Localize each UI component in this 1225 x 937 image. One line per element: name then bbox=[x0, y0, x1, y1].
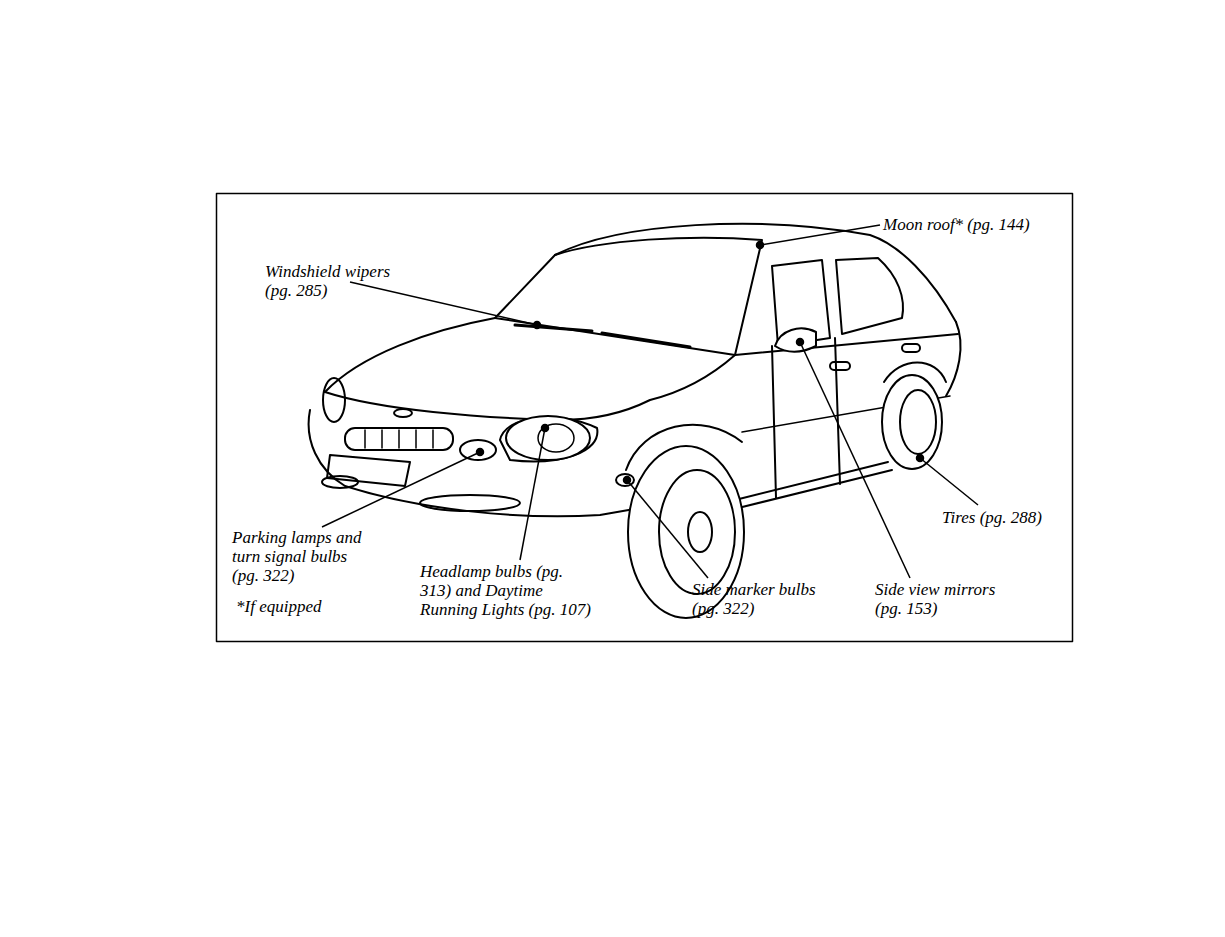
leader-dot bbox=[797, 339, 804, 346]
leader-dot bbox=[917, 455, 924, 462]
rear-rim bbox=[900, 390, 936, 454]
fog-opening bbox=[322, 476, 358, 488]
headlamp bbox=[506, 416, 590, 460]
callout-label: Tires (pg. 288) bbox=[942, 508, 1042, 527]
leader-line bbox=[520, 428, 545, 560]
leader-dot bbox=[757, 242, 764, 249]
mirror bbox=[775, 328, 816, 351]
sill bbox=[722, 462, 892, 512]
wipers bbox=[515, 325, 690, 347]
rear-door-window bbox=[836, 258, 903, 334]
leader-line bbox=[322, 452, 480, 527]
leader-dot bbox=[542, 425, 549, 432]
leader-dot bbox=[477, 449, 484, 456]
leader-line bbox=[350, 282, 537, 325]
hood-front bbox=[325, 355, 735, 420]
door-handle bbox=[830, 362, 850, 370]
callout-label: Side marker bulbs (pg. 322) bbox=[692, 580, 827, 618]
rear-end bbox=[946, 322, 961, 396]
beltline bbox=[735, 334, 958, 355]
hood-edge bbox=[325, 318, 495, 392]
leader-dot bbox=[534, 322, 541, 329]
callout-label: Windshield wipers (pg. 285) bbox=[265, 262, 410, 300]
front-hub bbox=[688, 512, 712, 552]
callout-label: Headlamp bulbs (pg. 313) and Daytime Run… bbox=[420, 562, 594, 619]
grille bbox=[345, 428, 453, 450]
license-plate bbox=[327, 455, 410, 486]
callout-label: Parking lamps and turn signal bulbs (pg.… bbox=[232, 528, 372, 585]
grille-bars bbox=[365, 430, 433, 448]
lower-intake bbox=[420, 495, 520, 511]
callout-label: Side view mirrors (pg. 153) bbox=[875, 580, 1010, 618]
frame bbox=[217, 194, 1073, 642]
leader-line bbox=[800, 342, 910, 578]
leader-dot bbox=[624, 477, 631, 484]
rear-tire bbox=[882, 375, 942, 469]
parking-lamp bbox=[460, 440, 496, 460]
windshield bbox=[555, 238, 762, 355]
leader-line bbox=[760, 225, 880, 245]
emblem bbox=[394, 409, 412, 417]
door-handle bbox=[902, 344, 920, 352]
front-bumper bbox=[309, 410, 640, 516]
leader-line bbox=[627, 480, 708, 578]
left-headlamp bbox=[323, 378, 345, 422]
leader-line bbox=[920, 458, 978, 505]
callout-label: *If equipped bbox=[236, 597, 321, 616]
callout-label: Moon roof* (pg. 144) bbox=[883, 215, 1030, 234]
door-seams bbox=[772, 338, 840, 498]
